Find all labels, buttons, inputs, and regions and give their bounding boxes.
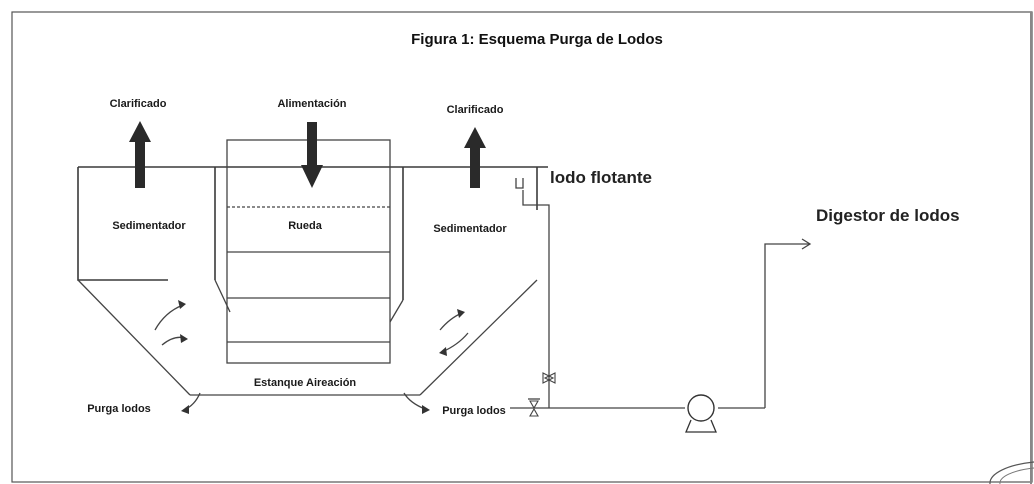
label-alimentacion: Alimentación: [277, 98, 346, 110]
arrow-up-icon: [464, 127, 486, 188]
label-purga-right: Purga lodos: [442, 405, 506, 417]
label-clarificado-left: Clarificado: [110, 98, 167, 110]
arrow-down-icon: [301, 122, 323, 188]
figure-title: Figura 1: Esquema Purga de Lodos: [411, 31, 663, 48]
label-digestor: Digestor de lodos: [816, 206, 960, 225]
label-sedimentador-left: Sedimentador: [112, 220, 186, 232]
label-purga-left: Purga lodos: [87, 403, 151, 415]
stamp-icon: [989, 461, 1034, 484]
recirculation-arrows-right: [439, 309, 469, 356]
purge-arrow-right: [403, 392, 430, 414]
label-estanque: Estanque Aireación: [254, 377, 357, 389]
sedimentador-right: [389, 167, 538, 396]
label-lodo-flotante: lodo flotante: [550, 168, 652, 187]
recirculation-arrows-left: [154, 300, 188, 346]
pump-icon: [685, 394, 717, 433]
skimmer-piping: [510, 178, 812, 409]
arrow-up-icon: [129, 121, 151, 188]
label-rueda: Rueda: [288, 220, 323, 232]
sedimentador-left: [77, 167, 231, 396]
label-sedimentador-right: Sedimentador: [433, 223, 507, 235]
purge-arrow-left: [181, 392, 201, 414]
figure-border: [11, 11, 1033, 483]
valve-icon: [542, 372, 556, 384]
label-clarificado-right: Clarificado: [447, 104, 504, 116]
valve-icon: [528, 398, 540, 417]
